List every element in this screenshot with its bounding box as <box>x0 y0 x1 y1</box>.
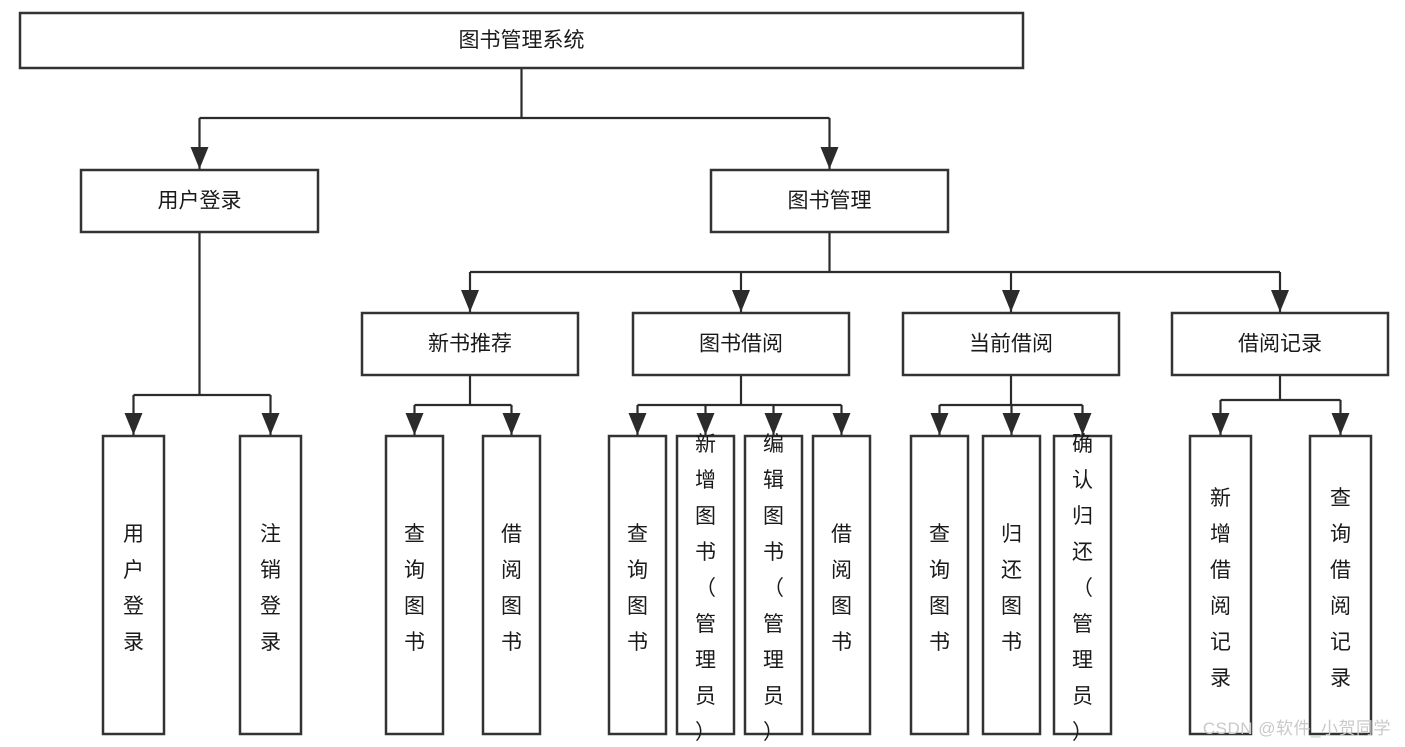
node-leaf-label-4: 查询图书 <box>627 523 648 654</box>
node-leaf-box-10[interactable] <box>1052 434 1113 736</box>
node-level3-box-2[interactable] <box>901 311 1121 377</box>
arrow-head-icon <box>261 413 280 435</box>
node-leaf-box-9[interactable] <box>981 434 1042 736</box>
node-level3-label-2: 当前借阅 <box>969 333 1053 356</box>
arrow-head-icon <box>190 147 209 169</box>
arrow-head-icon <box>1002 413 1021 435</box>
node-root-box[interactable] <box>18 11 1025 70</box>
node-leaf-label-11: 新增借阅记录 <box>1210 487 1231 690</box>
node-level3-box-1[interactable] <box>631 311 851 377</box>
arrow-head-icon <box>1073 413 1092 435</box>
node-root-label: 图书管理系统 <box>459 29 585 52</box>
node-leaf-label-9: 归还图书 <box>1001 523 1022 654</box>
arrow-head-icon <box>696 413 715 435</box>
arrow-head-icon <box>930 413 949 435</box>
arrow-head-icon <box>1331 413 1350 435</box>
node-level2-box-0[interactable] <box>79 168 320 234</box>
arrow-head-icon <box>502 413 521 435</box>
node-leaf-box-11[interactable] <box>1188 434 1253 736</box>
node-level3-box-3[interactable] <box>1170 311 1390 377</box>
node-leaf-box-8[interactable] <box>909 434 970 736</box>
node-leaf-box-2[interactable] <box>384 434 445 736</box>
node-leaf-box-0[interactable] <box>101 434 166 736</box>
node-leaf-box-6[interactable] <box>743 434 804 736</box>
node-leaf-label-7: 借阅图书 <box>831 523 852 654</box>
node-leaf-label-1: 注销登录 <box>260 523 281 654</box>
node-leaf-label-2: 查询图书 <box>404 523 425 654</box>
node-level3-label-1: 图书借阅 <box>699 333 783 356</box>
arrow-head-icon <box>820 147 839 169</box>
node-level3-box-0[interactable] <box>360 311 580 377</box>
node-leaf-label-12: 查询借阅记录 <box>1330 487 1351 690</box>
node-level2-box-1[interactable] <box>709 168 950 234</box>
arrow-head-icon <box>124 413 143 435</box>
node-level2-label-1: 图书管理 <box>788 190 872 213</box>
node-leaf-box-3[interactable] <box>481 434 542 736</box>
node-leaf-label-3: 借阅图书 <box>501 523 522 654</box>
arrow-head-icon <box>405 413 424 435</box>
arrow-head-icon <box>732 290 750 312</box>
arrow-head-icon <box>1211 413 1230 435</box>
arrow-head-icon <box>764 413 783 435</box>
arrow-head-icon <box>1271 290 1289 312</box>
arrow-head-icon <box>628 413 647 435</box>
node-leaf-box-5[interactable] <box>675 434 736 736</box>
arrow-head-icon <box>832 413 851 435</box>
node-leaf-box-12[interactable] <box>1308 434 1373 736</box>
node-leaf-box-4[interactable] <box>607 434 668 736</box>
node-level3-label-3: 借阅记录 <box>1238 333 1322 356</box>
node-level2-label-0: 用户登录 <box>158 190 242 213</box>
connectors-layer <box>124 68 1350 435</box>
node-leaf-label-0: 用户登录 <box>123 523 144 654</box>
node-level3-label-0: 新书推荐 <box>428 333 512 356</box>
node-leaf-label-8: 查询图书 <box>929 523 950 654</box>
node-leaf-label-10: 确认归还（管理员） <box>1072 433 1093 744</box>
nodes-layer: 图书管理系统用户登录图书管理新书推荐图书借阅当前借阅借阅记录用户登录注销登录查询… <box>18 11 1390 744</box>
arrow-head-icon <box>461 290 479 312</box>
node-leaf-box-7[interactable] <box>811 434 872 736</box>
node-leaf-label-5: 新增图书（管理员） <box>695 433 716 744</box>
arrow-head-icon <box>1002 290 1020 312</box>
node-leaf-label-6: 编辑图书（管理员） <box>763 433 784 744</box>
node-leaf-box-1[interactable] <box>238 434 303 736</box>
